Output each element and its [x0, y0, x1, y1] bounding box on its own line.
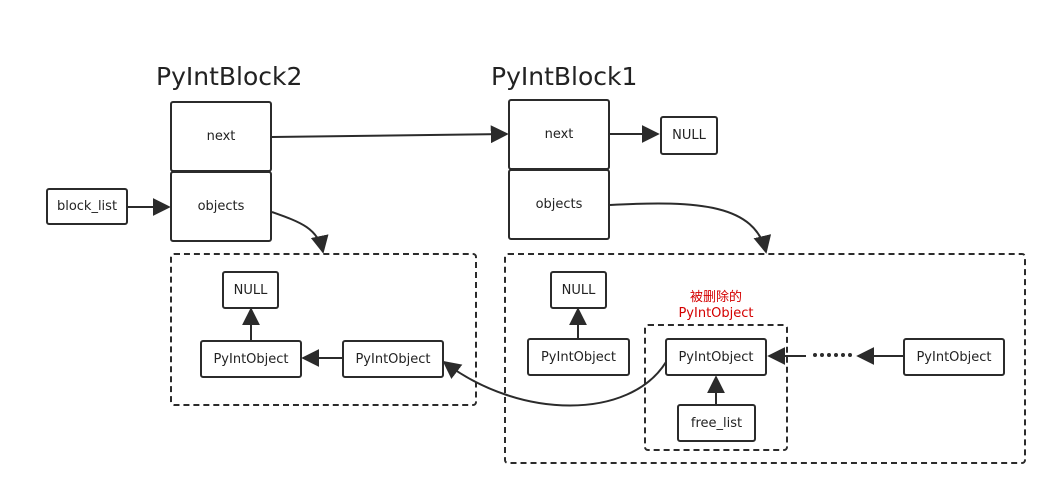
null-box-next: NULL	[660, 116, 718, 155]
block1-objects-cell: objects	[508, 169, 610, 240]
block2-title: PyIntBlock2	[156, 62, 303, 91]
block2-objects-region	[170, 253, 477, 406]
arrow-block2-objects-to-region	[271, 211, 329, 254]
deleted-object-region	[644, 324, 788, 451]
ellipsis-dots	[813, 353, 852, 357]
arrow-block2-next-to-block1	[271, 125, 509, 144]
block-list-box: block_list	[46, 188, 128, 225]
deleted-note-line2: PyIntObject	[678, 306, 754, 321]
block2-pyintobject-b: PyIntObject	[342, 340, 444, 378]
deleted-note: 被删除的 PyIntObject	[656, 290, 776, 322]
block1-next-cell: next	[508, 99, 610, 170]
deleted-pyintobject: PyIntObject	[665, 338, 767, 376]
block2-next-cell: next	[170, 101, 272, 172]
block1-pyintobject-end: PyIntObject	[903, 338, 1005, 376]
arrow-block1-objects-to-region	[609, 202, 772, 254]
free-list-box: free_list	[677, 404, 756, 442]
block1-pyintobject-a: PyIntObject	[527, 338, 630, 376]
block2-pyintobject-a: PyIntObject	[200, 340, 302, 378]
block1-objects-region	[504, 253, 1026, 464]
block1-null-box: NULL	[550, 271, 607, 309]
block2-null-box: NULL	[222, 271, 279, 309]
block1-title: PyIntBlock1	[491, 62, 638, 91]
block2-objects-cell: objects	[170, 171, 272, 242]
arrow-deleted-to-block2-obj	[442, 360, 667, 407]
deleted-note-line1: 被删除的	[689, 290, 742, 305]
